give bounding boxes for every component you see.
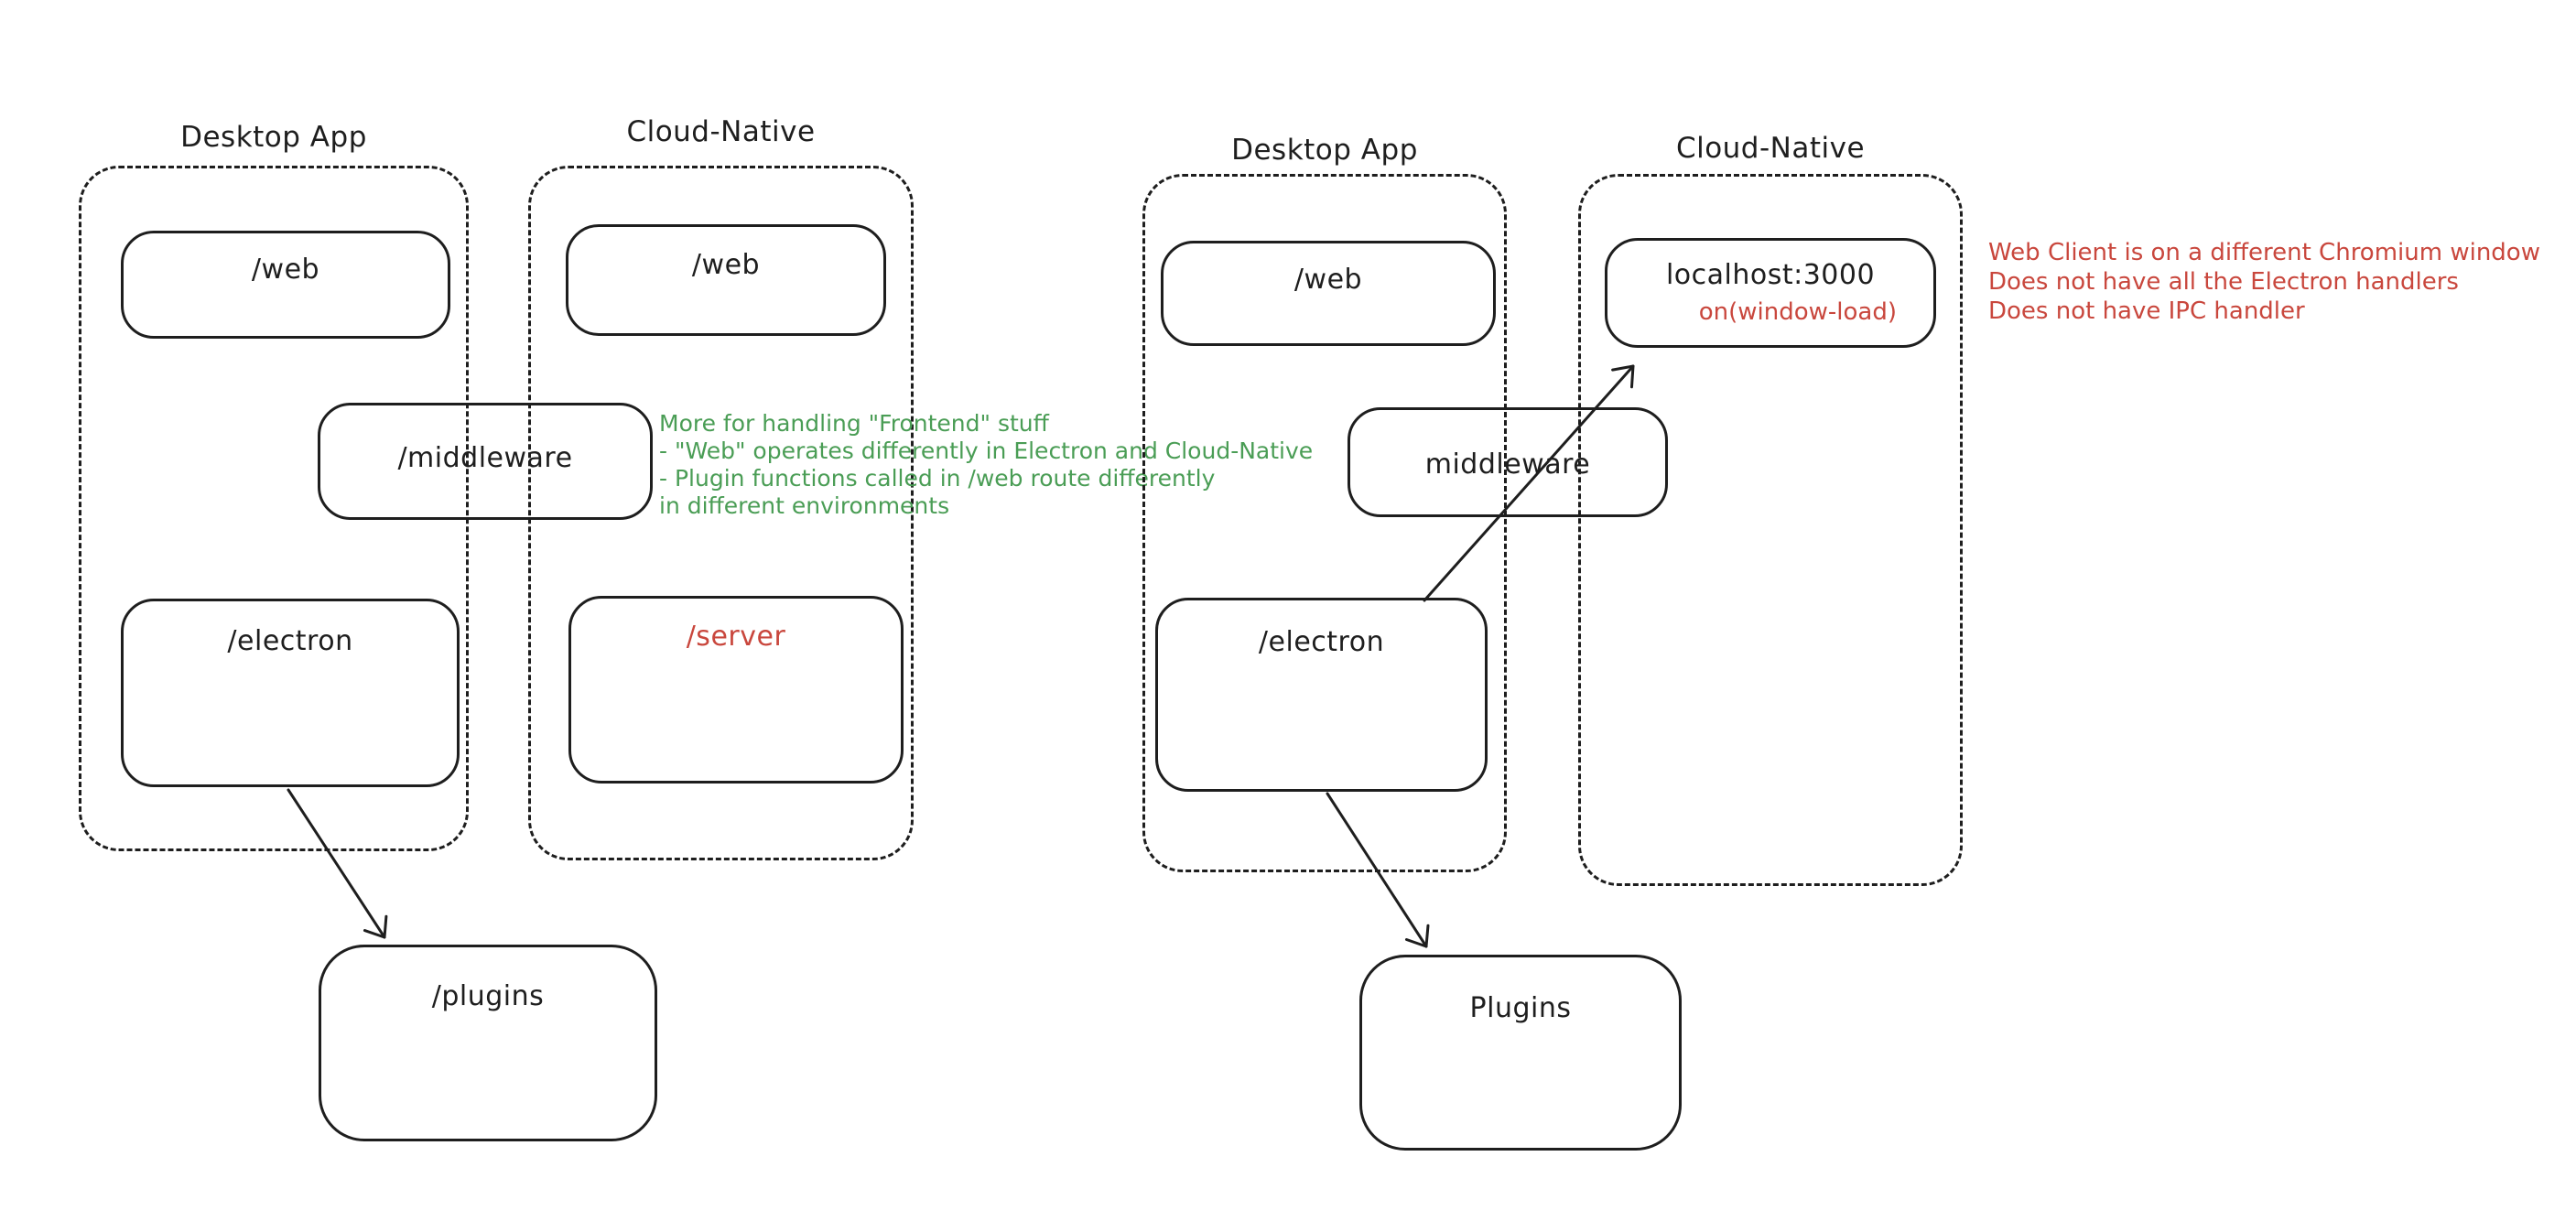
left-desktop-app-container [79,166,469,851]
box-middleware-left-label: /middleware [397,442,573,474]
red-note-line-2: Does not have all the Electron handlers [1988,268,2459,296]
box-middleware-right: middleware [1348,407,1668,517]
box-localhost: localhost:3000 on(window-load) [1605,238,1936,348]
green-note-line-2: - "Web" operates differently in Electron… [659,438,1314,464]
left-cloud-native-container [528,166,914,860]
green-note-line-1: More for handling "Frontend" stuff [659,410,1049,437]
green-note-line-3: - Plugin functions called in /web route … [659,465,1216,492]
box-electron-right-label: /electron [1258,626,1385,658]
box-electron-right: /electron [1155,598,1488,792]
box-middleware-left: /middleware [318,403,653,520]
box-localhost-label: localhost:3000 [1665,259,1876,291]
box-web-cloud-left-label: /web [691,249,761,281]
left-cloud-native-title: Cloud-Native [626,115,816,148]
box-middleware-right-label: middleware [1424,448,1591,481]
box-web-right-label: /web [1293,264,1363,296]
localhost-window-load-label: on(window-load) [1698,298,1897,326]
red-note-line-1: Web Client is on a different Chromium wi… [1988,239,2540,266]
box-server: /server [568,596,904,784]
green-note-line-4: in different environments [659,492,950,519]
box-web-cloud-left: /web [566,224,886,336]
box-plugins-right: Plugins [1359,955,1682,1151]
box-plugins-right-label: Plugins [1469,992,1572,1024]
box-plugins-left-label: /plugins [431,980,545,1012]
box-web-right: /web [1161,241,1496,346]
red-note: Web Client is on a different Chromium wi… [1988,238,2540,326]
right-cloud-native-title: Cloud-Native [1675,132,1866,165]
box-electron-left: /electron [121,599,460,787]
box-plugins-left: /plugins [319,945,657,1141]
red-note-line-3: Does not have IPC handler [1988,297,2305,325]
green-note: More for handling "Frontend" stuff - "We… [659,410,1313,520]
box-web-desktop-left-label: /web [251,254,320,286]
left-desktop-app-title: Desktop App [180,121,367,154]
box-electron-left-label: /electron [227,625,353,657]
box-server-label: /server [686,621,786,653]
right-desktop-app-title: Desktop App [1231,134,1418,167]
box-web-desktop-left: /web [121,231,450,339]
